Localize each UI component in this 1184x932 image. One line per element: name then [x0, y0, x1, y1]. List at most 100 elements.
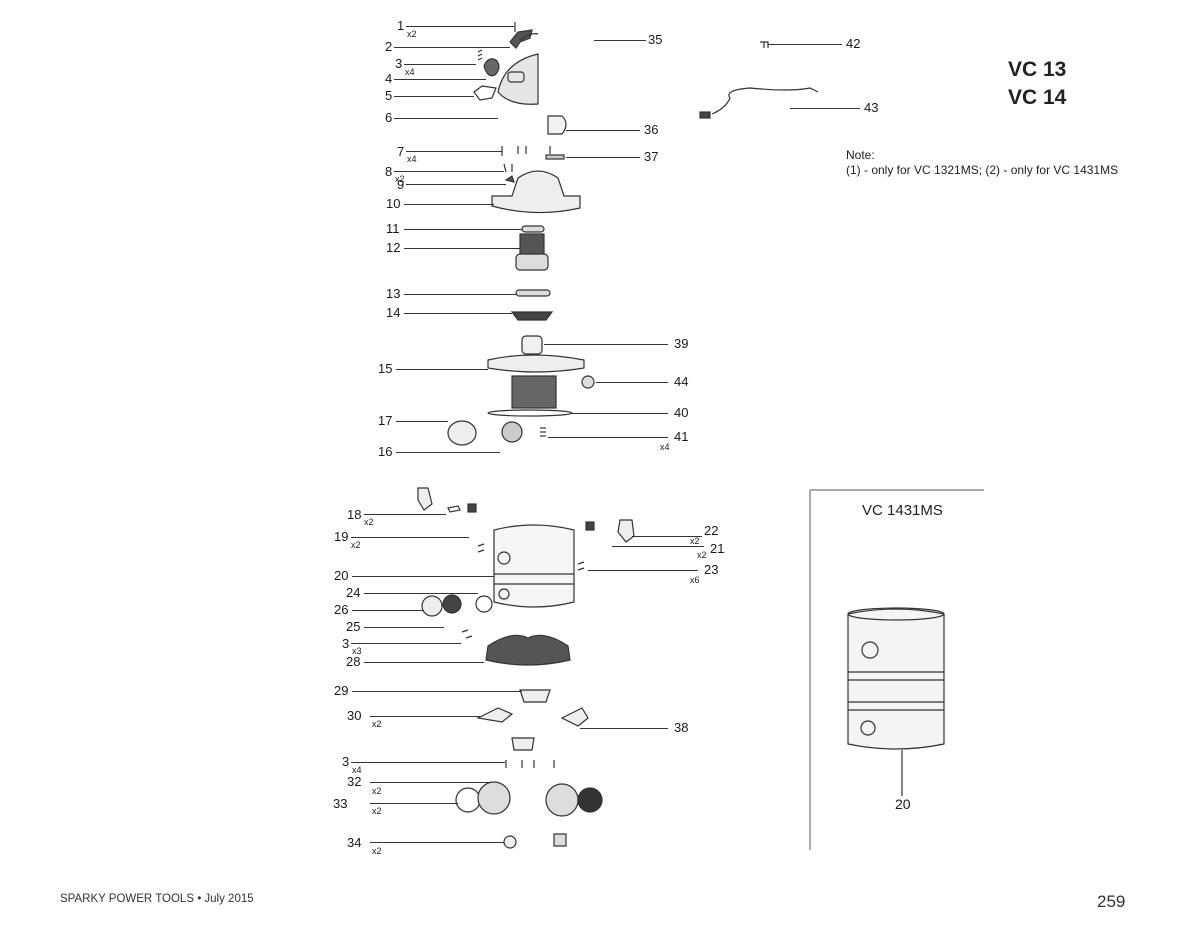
- callout-num: 15: [378, 361, 393, 376]
- part-33-wheel-cap: [455, 787, 481, 813]
- leader-line: [394, 171, 504, 172]
- leader-line: [396, 369, 488, 370]
- callout-num: 42: [846, 36, 861, 51]
- part-14-impeller-plate: [510, 311, 554, 321]
- leader-line: [364, 593, 478, 594]
- part-36-filter-cap: [547, 115, 567, 135]
- part-39-float: [521, 335, 543, 355]
- leader-line: [394, 96, 474, 97]
- part-32-wheel: [477, 781, 511, 815]
- part-22-latch: [617, 519, 635, 543]
- inset-tank-hole: [861, 641, 879, 659]
- part-26-plug: [421, 595, 443, 617]
- model-title-vc13: VC 13: [1008, 58, 1067, 81]
- callout-qty: x2: [407, 29, 417, 39]
- callout-num: 7: [397, 144, 405, 159]
- part-20-tank: [493, 524, 575, 608]
- callout-num: 18: [347, 507, 362, 522]
- callout-qty: x2: [372, 806, 382, 816]
- part-24-ring: [475, 595, 493, 613]
- leader-line: [394, 118, 498, 119]
- inset-frame: [809, 489, 984, 850]
- part-29-wheel-bracket: [519, 689, 551, 703]
- callout-num: 3: [342, 754, 350, 769]
- callout-qty: x4: [660, 442, 670, 452]
- leader-line: [768, 44, 842, 45]
- leader-line: [406, 184, 506, 185]
- part-44-button: [581, 375, 595, 389]
- leader-line: [548, 437, 668, 438]
- callout-num: 24: [346, 585, 361, 600]
- callout-num: 22: [704, 523, 719, 538]
- part-43-plug: [699, 111, 711, 119]
- part-28-base: [485, 634, 571, 666]
- callout-num: 4: [385, 71, 393, 86]
- part-7-screws: [501, 146, 551, 156]
- callout-num: 9: [397, 177, 405, 192]
- leader-line: [404, 248, 520, 249]
- leader-line: [406, 26, 514, 27]
- callout-num: 11: [386, 221, 400, 236]
- callout-num: 5: [385, 88, 393, 103]
- callout-num: 3: [395, 56, 403, 71]
- note-text: (1) - only for VC 1321MS; (2) - only for…: [846, 163, 1119, 177]
- callout-num: 3: [342, 636, 350, 651]
- callout-num: 30: [347, 708, 362, 723]
- callout-num: 13: [386, 286, 401, 301]
- callout-num: 6: [385, 110, 393, 125]
- part-10-motor-housing: [491, 170, 581, 214]
- leader-line: [352, 691, 522, 692]
- leader-line: [596, 382, 668, 383]
- part-30-bracket: [476, 707, 514, 723]
- callout-qty: x2: [372, 846, 382, 856]
- page-number: 259: [1097, 892, 1126, 911]
- callout-num: 16: [378, 444, 393, 459]
- callout-qty: x2: [372, 786, 382, 796]
- part-42-clip: [760, 41, 769, 48]
- leader-line: [352, 610, 424, 611]
- callout-num: 32: [347, 774, 362, 789]
- part-21-pin: [585, 521, 595, 531]
- callout-qty: x2: [351, 540, 361, 550]
- inset-part-label: 20: [895, 796, 911, 812]
- callout-num: 36: [644, 122, 659, 137]
- callout-qty: x4: [405, 67, 415, 77]
- part-3-screws-bottom: [505, 760, 555, 768]
- callout-qty: x4: [407, 154, 417, 164]
- callout-num: 35: [648, 32, 663, 47]
- leader-line: [370, 842, 504, 843]
- leader-line: [352, 576, 494, 577]
- inset-title: VC 1431MS: [862, 502, 943, 519]
- callout-num: 25: [346, 619, 361, 634]
- leader-line: [370, 782, 490, 783]
- leader-line: [544, 344, 668, 345]
- part-23-clips: [477, 543, 585, 571]
- part-40-gasket: [487, 409, 573, 417]
- leader-line: [396, 452, 500, 453]
- callout-num: 39: [674, 336, 689, 351]
- callout-num: 29: [334, 683, 349, 698]
- part-3-screws: [477, 49, 483, 61]
- leader-line: [364, 662, 484, 663]
- leader-line: [364, 514, 446, 515]
- callout-qty: x2: [364, 517, 374, 527]
- leader-line: [594, 40, 646, 41]
- callout-qty: x2: [395, 174, 405, 184]
- callout-num: 12: [386, 240, 401, 255]
- callout-qty: x2: [372, 719, 382, 729]
- part-17-inlet: [447, 420, 477, 446]
- inset-tank: [847, 608, 945, 750]
- part-15-lid: [487, 354, 585, 373]
- leader-line: [351, 643, 461, 644]
- callout-num: 19: [334, 529, 349, 544]
- part-25-bush: [442, 594, 462, 614]
- part-16-socket: [501, 421, 523, 443]
- part-5-plate: [473, 85, 497, 101]
- leader-line: [364, 627, 444, 628]
- callout-num: 40: [674, 405, 689, 420]
- leader-line: [394, 47, 510, 48]
- leader-line: [632, 536, 702, 537]
- callout-num: 23: [704, 562, 719, 577]
- leader-line: [404, 229, 522, 230]
